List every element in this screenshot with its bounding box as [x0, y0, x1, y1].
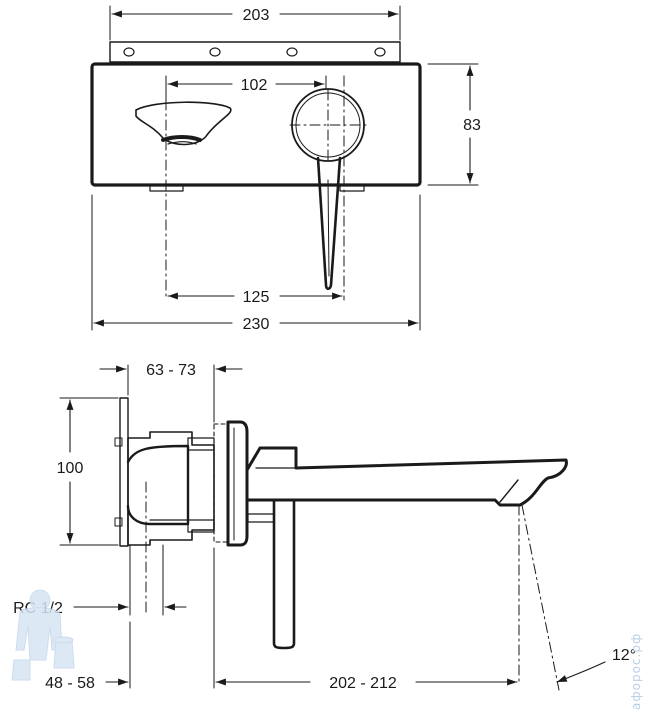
- dim-total-width: 230: [243, 316, 270, 333]
- lever-base: [247, 513, 275, 523]
- centerlines: [165, 75, 371, 301]
- outlet-aerator-ring: [167, 141, 197, 145]
- dim-height: 83: [463, 117, 481, 134]
- lever-handle-edge: [327, 179, 330, 277]
- site-watermark: афорос.рф: [629, 632, 643, 710]
- dim-spout-reach: 202 - 212: [329, 675, 397, 692]
- plate-screw: [114, 517, 123, 527]
- side-view: [59, 364, 606, 691]
- valve-body-inner: [126, 444, 190, 526]
- spout-aerator: [499, 479, 519, 503]
- dim-top-width: 203: [243, 7, 270, 24]
- mount-hole: [374, 47, 386, 57]
- valve-body: [127, 431, 215, 546]
- valve-ring: [187, 437, 215, 451]
- dimension-labels: 203 102 83 125 230 63 - 73 100 RC 1/2 48…: [13, 7, 636, 692]
- extension-lines: [91, 5, 479, 331]
- wall-finish-line: [213, 423, 229, 543]
- wall-plate: [119, 397, 129, 547]
- dim-side-height: 100: [57, 460, 84, 477]
- cover-plate: [90, 62, 422, 187]
- outlet-aerator: [161, 135, 202, 142]
- spout: [245, 446, 568, 507]
- plate-screw: [114, 437, 123, 447]
- dim-body-range: 48 - 58: [45, 675, 95, 692]
- dim-wall-depth: 63 - 73: [146, 362, 196, 379]
- dimension-lines: [93, 10, 474, 327]
- mount-hole: [209, 47, 221, 57]
- mounting-plate: [109, 41, 401, 63]
- dim-bottom-spacing: 125: [243, 289, 270, 306]
- side-dimension-lines: [66, 365, 606, 686]
- side-extension-lines: [59, 364, 215, 689]
- side-lever: [272, 498, 296, 650]
- spout-outlet: [135, 101, 232, 146]
- mount-hole: [286, 47, 298, 57]
- dim-outlet-spacing: 102: [241, 77, 268, 94]
- escutcheon: [226, 420, 249, 547]
- dim-spout-angle: 12°: [612, 647, 636, 664]
- mount-hole: [123, 47, 135, 57]
- lever-handle: [316, 156, 342, 291]
- side-centerlines: [145, 481, 560, 691]
- plumber-watermark-logo: [11, 589, 75, 681]
- front-view: [90, 5, 479, 331]
- bottom-connector: [339, 184, 365, 192]
